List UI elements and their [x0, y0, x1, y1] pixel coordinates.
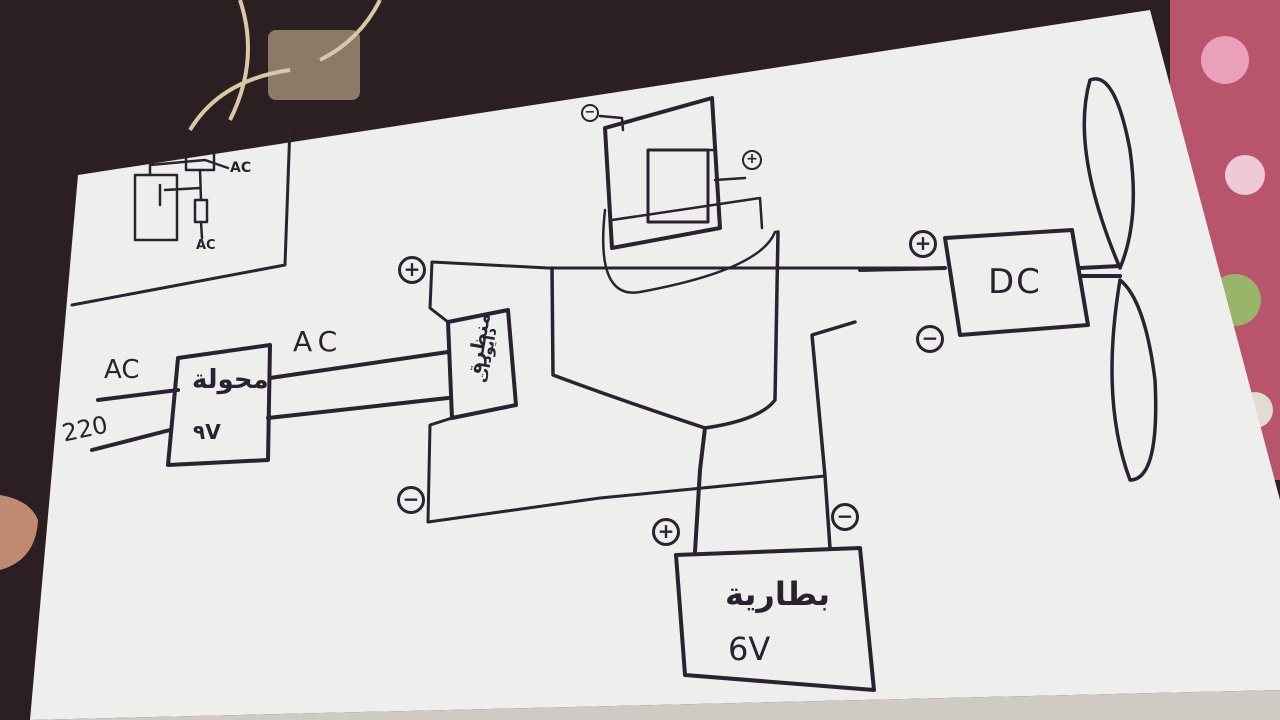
rectifier-positive-symbol: +	[398, 256, 426, 284]
flower	[1225, 155, 1265, 195]
hand	[0, 495, 38, 570]
ac-line-label: AC	[293, 325, 344, 358]
inset-wires	[148, 158, 230, 240]
motor-negative-wire	[810, 320, 857, 550]
rectifier-negative-symbol: −	[397, 486, 425, 514]
center-wire-right	[703, 230, 780, 430]
fan-blade-bottom	[1110, 278, 1158, 482]
relay-board	[603, 96, 722, 250]
battery-positive-symbol: +	[652, 518, 680, 546]
motor-positive-symbol: +	[909, 230, 937, 258]
center-wire-left	[550, 266, 707, 430]
motor-positive-wire	[858, 266, 947, 272]
inset-ac-top-label: AC	[230, 160, 252, 176]
paper-shadow	[30, 690, 1280, 720]
battery-rating: 6V	[728, 630, 771, 668]
battery-box	[674, 546, 876, 692]
rectifier-box	[446, 308, 518, 420]
ac-line-2	[266, 396, 450, 420]
paper-sheet	[30, 10, 1280, 720]
motor-negative-symbol: −	[916, 325, 944, 353]
ac-line-1	[268, 350, 450, 380]
battery-positive-wire	[693, 426, 707, 554]
input-ac-label: AC	[104, 355, 140, 385]
battery-label: بطارية	[725, 575, 831, 613]
relay-body	[646, 148, 710, 224]
transformer-rating: ٩V	[193, 420, 221, 444]
inset-frame	[70, 123, 292, 307]
mains-line-2	[90, 428, 172, 452]
motor-box	[943, 228, 1090, 337]
relay-minus-symbol: −	[581, 104, 599, 122]
mains-line-1	[96, 388, 180, 402]
wires-photo	[188, 0, 382, 132]
transformer-photo	[268, 30, 360, 100]
relay-wires	[598, 114, 764, 230]
inset-relay	[133, 173, 179, 242]
battery-negative-symbol: −	[831, 503, 859, 531]
motor-shaft	[1078, 264, 1122, 278]
rectifier-negative-lead	[426, 416, 827, 524]
fan-blade-top	[1082, 77, 1136, 270]
motor-label: DC	[988, 262, 1042, 302]
transformer-label: محولة	[192, 365, 269, 395]
inset-ac-bottom-label: AC	[196, 238, 216, 253]
relay-lower-loop	[601, 208, 780, 294]
relay-plus-symbol: +	[742, 150, 762, 170]
flower	[1201, 36, 1249, 84]
